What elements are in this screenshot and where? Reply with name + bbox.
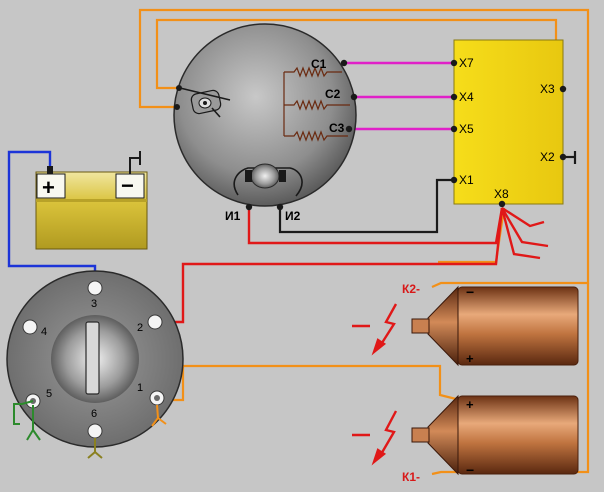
terminal-i1 [245,203,253,211]
terminal-c3 [345,125,353,133]
label-x1: X1 [459,173,474,187]
red-wires [163,206,549,324]
switch-pos-5: 5 [46,388,52,400]
terminal-i2 [276,203,284,211]
blue-wire [7,150,97,283]
label-x5: X5 [459,122,474,136]
battery-minus: − [121,173,134,198]
spark-arrow-icon [352,410,398,466]
label-k2: К2- [402,282,420,296]
battery-plus: + [42,175,55,200]
switch-pos-3: 3 [91,298,97,310]
k1-minus: − [466,462,474,478]
battery: + − [35,151,148,250]
rotor-brush [233,163,303,197]
switch-pos-6: 6 [91,408,97,420]
label-i1: И1 [225,209,241,223]
label-i2: И2 [285,209,301,223]
label-k1: К1- [402,470,420,484]
label-x7: X7 [459,56,474,70]
control-block: X7 X4 X5 X1 X3 X2 X8 [450,39,567,208]
switch-pos-1: 1 [137,382,143,394]
k2-minus: − [466,284,474,300]
label-c1: C1 [311,57,327,71]
label-x2: X2 [540,150,555,164]
label-c3: C3 [329,121,345,135]
coil-k2: − + К2- [402,282,579,367]
generator: C1 C2 C3 И1 И2 [173,23,358,223]
spark-arrow-icon [352,303,398,356]
label-c2: C2 [325,87,341,101]
k1-plus: + [466,397,474,412]
terminal-c2 [350,93,358,101]
magenta-wires [344,61,454,131]
switch-pos-4: 4 [41,326,47,338]
label-x3: X3 [540,82,555,96]
coil-k1: + − К1- [402,394,579,484]
breaker-lever [174,85,231,118]
label-x4: X4 [459,90,474,104]
terminal-c1 [340,59,348,67]
switch-pin-wires [13,400,167,459]
label-x8: X8 [494,187,509,201]
k2-plus: + [466,351,474,366]
switch-pos-2: 2 [137,322,143,334]
